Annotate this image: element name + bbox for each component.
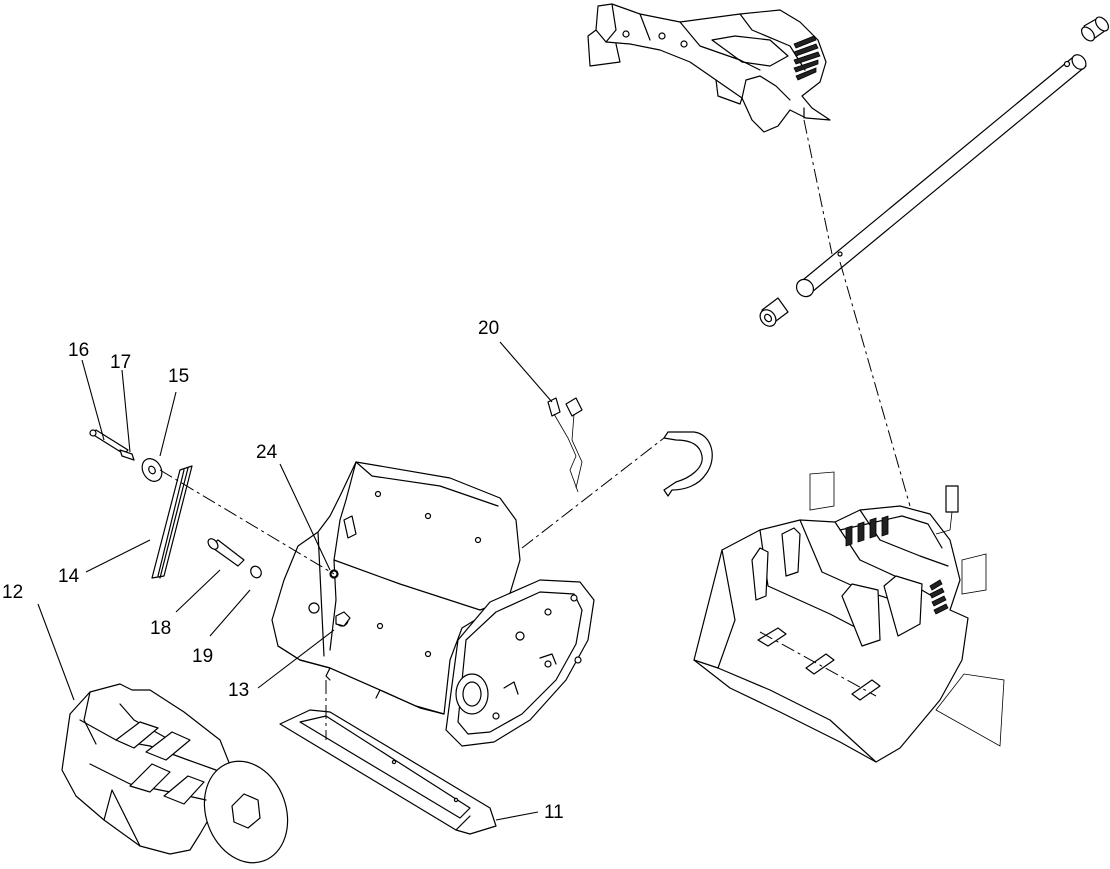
auger-housing xyxy=(271,461,595,747)
auger-paddle xyxy=(61,683,289,864)
washer-19 xyxy=(250,565,262,579)
callout-24: 24 xyxy=(256,442,278,463)
gear-teeth-right xyxy=(929,579,949,615)
callout-14: 14 xyxy=(58,566,80,587)
callout-16: 16 xyxy=(68,340,89,361)
callout-11: 11 xyxy=(544,802,564,823)
assembly-lines xyxy=(159,119,911,740)
tube-end-cap-bottom xyxy=(759,297,789,327)
vent-slots xyxy=(793,35,821,81)
scraper-bar xyxy=(279,709,497,835)
nut-13 xyxy=(335,611,351,627)
callout-labels: 11 12 13 14 15 16 17 18 19 20 24 xyxy=(2,318,564,823)
wire-nuts xyxy=(547,397,583,493)
spacer-17 xyxy=(119,449,135,461)
leader-lines xyxy=(37,341,553,821)
upper-handle-housing xyxy=(587,3,831,133)
tube-end-cap-top xyxy=(1080,16,1110,42)
callout-15: 15 xyxy=(168,366,189,387)
handle-tube xyxy=(795,54,1087,298)
callout-19: 19 xyxy=(192,646,213,667)
bolt-16 xyxy=(89,429,129,455)
callout-13: 13 xyxy=(228,680,249,701)
callout-12: 12 xyxy=(2,582,23,603)
callout-20: 20 xyxy=(478,318,499,339)
callout-17: 17 xyxy=(110,352,131,373)
inner-fins xyxy=(845,515,889,547)
callout-18: 18 xyxy=(150,618,171,639)
bolt-18 xyxy=(207,538,245,567)
shovel-housing xyxy=(693,471,1005,763)
pulley-15 xyxy=(141,458,163,482)
belt-14 xyxy=(151,465,193,579)
wire-bracket xyxy=(663,431,713,497)
